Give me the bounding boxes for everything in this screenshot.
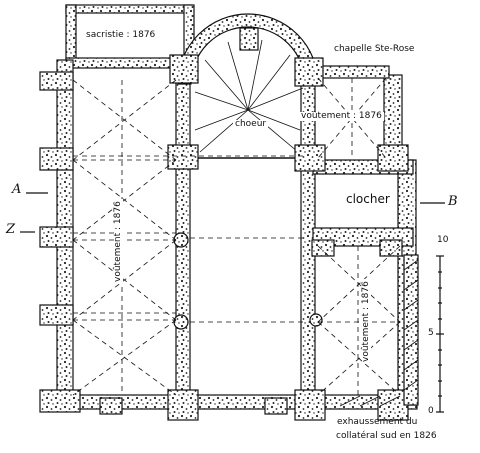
scale-label-5: 5 xyxy=(428,328,434,338)
scale-label-10: 10 xyxy=(437,235,449,245)
label-voutement-nave: voûtement : 1876 xyxy=(113,199,123,284)
section-mark-b: B xyxy=(448,194,458,209)
label-exhaussement-2: collatéral sud en 1826 xyxy=(336,431,437,441)
buttresses xyxy=(39,27,419,421)
label-sacristie: sacristie : 1876 xyxy=(86,30,156,40)
section-mark-z: Z xyxy=(6,222,16,237)
label-clocher: clocher xyxy=(346,192,390,206)
label-voutement-right: voûtement : 1876 xyxy=(299,111,384,121)
label-choeur: choeur xyxy=(233,119,269,129)
section-mark-a: A xyxy=(12,182,22,197)
label-voutement-aisle: voûtement : 1876 xyxy=(361,279,371,364)
raised-wall-hatch xyxy=(339,259,419,407)
vault-lines xyxy=(72,77,401,396)
scale-bar xyxy=(436,255,444,413)
label-chapelle: chapelle Ste-Rose xyxy=(334,44,415,54)
label-exhaussement-1: exhaussement du xyxy=(337,417,418,427)
scale-label-0: 0 xyxy=(428,406,434,416)
section-markers xyxy=(20,192,445,233)
